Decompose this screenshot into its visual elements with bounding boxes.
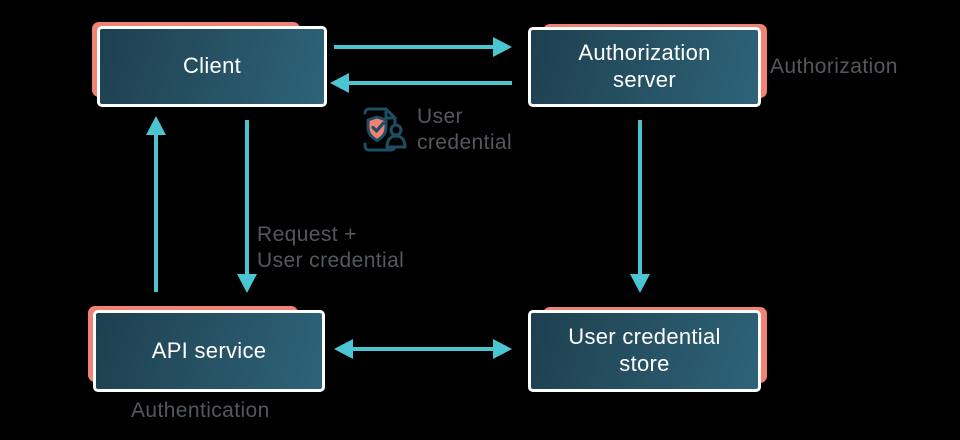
phase-label-authorization: Authorization [770,55,898,78]
node-api-service-label: API service [151,337,267,363]
node-client-label: Client [182,53,242,79]
node-user-credential-store-label: User credential store [568,324,721,376]
edge-label-request-user-credential: Request + User credential [257,223,405,273]
node-authorization-server: Authorization server [528,24,767,107]
node-api-service: API service [88,306,325,392]
user-credential-icon [363,107,407,152]
edge-label-user-credential: User credential [417,105,513,155]
node-client: Client [92,22,327,107]
node-authorization-server-label: Authorization server [578,40,711,92]
phase-label-authentication: Authentication [131,399,270,422]
node-user-credential-store: User credential store [528,307,767,392]
